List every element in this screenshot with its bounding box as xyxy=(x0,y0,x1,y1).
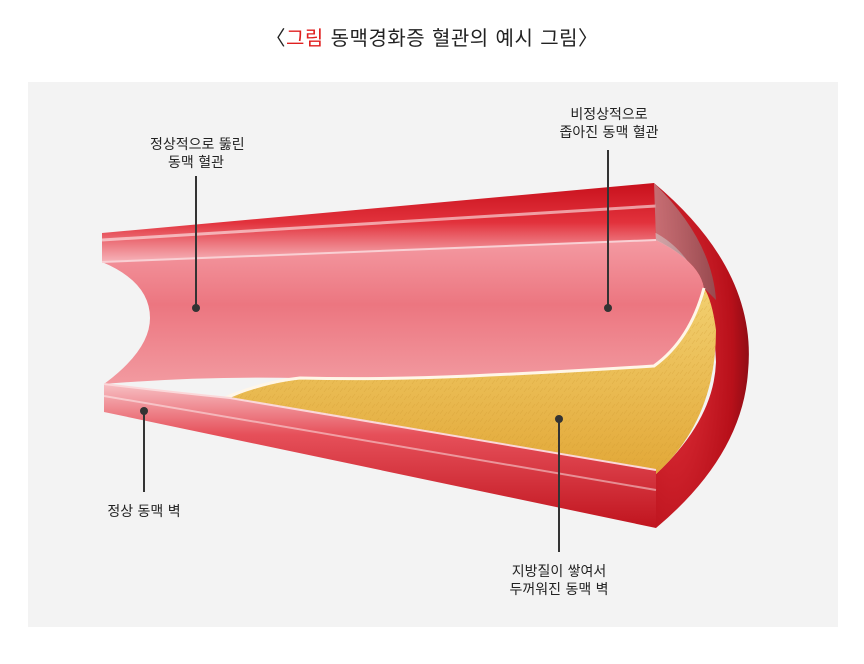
vessel-rim-inner-face xyxy=(654,183,716,300)
label-thickened-wall-line1: 지방질이 쌓여서 xyxy=(511,564,607,580)
label-narrowed-lumen: 비정상적으로 좁아진 동맥 혈관 xyxy=(550,106,668,142)
vessel-bottom-wall xyxy=(104,384,656,528)
vessel-outer-rim xyxy=(654,183,749,528)
label-normal-lumen-line2: 동맥 혈관 xyxy=(168,155,224,171)
pointer-narrowed-lumen xyxy=(604,150,612,312)
label-narrowed-lumen-line1: 비정상적으로 xyxy=(570,107,648,123)
title-text: 동맥경화증 혈관의 예시 그림 xyxy=(323,26,579,50)
label-thickened-wall: 지방질이 쌓여서 두꺼워진 동맥 벽 xyxy=(496,563,622,599)
label-normal-wall-line1: 정상 동맥 벽 xyxy=(107,504,181,520)
pointer-normal-lumen xyxy=(192,176,200,312)
plaque-surface-edge xyxy=(219,287,706,402)
label-normal-lumen: 정상적으로 뚫린 동맥 혈관 xyxy=(150,136,245,172)
title-keyword: 그림 xyxy=(285,26,324,50)
title-bracket-close: 〉 xyxy=(578,26,599,50)
pointer-thickened-wall xyxy=(555,415,563,552)
label-narrowed-lumen-line2: 좁아진 동맥 혈관 xyxy=(559,125,659,141)
figure-title: 〈그림 동맥경화증 혈관의 예시 그림〉 xyxy=(0,22,864,51)
vessel-lumen xyxy=(102,240,704,384)
label-normal-lumen-line1: 정상적으로 뚫린 xyxy=(150,137,245,153)
pointer-normal-wall xyxy=(140,407,148,492)
label-normal-wall: 정상 동맥 벽 xyxy=(96,503,192,521)
title-bracket-open: 〈 xyxy=(265,26,286,50)
label-thickened-wall-line2: 두꺼워진 동맥 벽 xyxy=(509,582,609,598)
